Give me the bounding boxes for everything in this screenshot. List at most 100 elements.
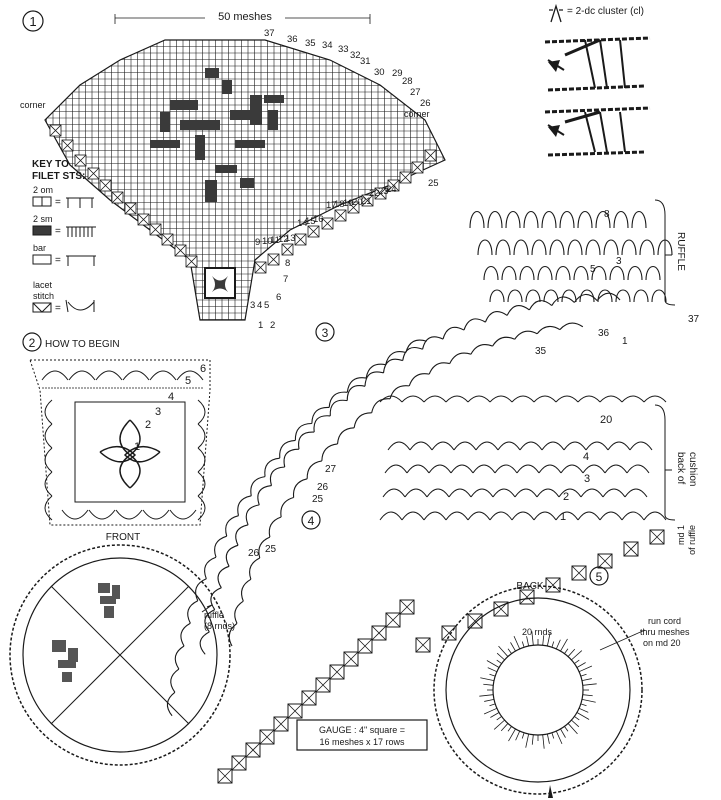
- row-label: 37: [264, 28, 275, 39]
- ruffle-bracket: [654, 199, 676, 306]
- row-label: 18: [334, 199, 345, 210]
- back-bracket: [654, 404, 676, 521]
- row-label: 10: [262, 236, 273, 247]
- back-arrow-marker: [548, 785, 553, 798]
- section-4-mesh-steps: [217, 529, 665, 784]
- begin-square-flower: [99, 419, 161, 489]
- key-item-lacet-label2: stitch: [33, 291, 54, 301]
- section-2-number: 2: [29, 336, 36, 350]
- row-label: 15: [305, 216, 316, 227]
- row-label: 30: [374, 67, 385, 78]
- corner-label-left: corner: [20, 100, 46, 110]
- ruffle-row-number: 3: [616, 256, 622, 267]
- arc-row-label: 35: [535, 346, 547, 357]
- section-3-circle: [315, 322, 335, 342]
- ruffle-rows: [469, 210, 673, 303]
- key-to-filet-sts: KEY TO FILET STS: 2 om = 2 sm = bar = la…: [32, 159, 96, 314]
- front-view: FRONT ruffle (8 rnds): [9, 532, 235, 766]
- back-drawstring-cord: [479, 631, 597, 749]
- section-2-circle: [22, 332, 42, 352]
- arc-row-label: 36: [598, 328, 610, 339]
- arc-row-label: 27: [325, 464, 337, 475]
- section-5-circle: [589, 566, 609, 586]
- row-label: 17: [326, 200, 337, 211]
- round-label: 1: [560, 511, 566, 523]
- row-label: 20: [352, 197, 363, 208]
- front-rose-motif-1: [98, 583, 120, 618]
- row-label: 26: [420, 98, 431, 109]
- row-label: 34: [322, 40, 333, 51]
- ruffle-row-number: 8: [604, 209, 610, 220]
- row-label: 12: [278, 234, 289, 245]
- section-4-circle: [301, 510, 321, 530]
- cluster-legend: = 2-dc cluster (cl): [544, 3, 651, 157]
- ruffle-row-number: 1: [622, 336, 628, 347]
- lacet-stitch-icon: [65, 299, 95, 313]
- row-label: 4: [257, 300, 262, 311]
- arc-row-label: 37: [688, 314, 700, 325]
- arc-row-label: 25: [312, 494, 324, 505]
- section-5-back-view: 5 BACK 20 rnds run cord thru meshes on m…: [433, 566, 690, 798]
- row-label: 9: [255, 237, 260, 248]
- gauge-line1: GAUGE : 4" square =: [319, 725, 405, 735]
- svg-text:=: =: [55, 303, 61, 314]
- front-outer-ruffle: [9, 544, 231, 766]
- lacet-symbol: [32, 302, 52, 313]
- key-item-bar-label: bar: [33, 243, 46, 253]
- key-title-line1: KEY TO: [32, 159, 69, 170]
- row-label: 36: [287, 34, 298, 45]
- cluster-illustration-1: [544, 36, 651, 92]
- row-label: 1: [258, 320, 263, 331]
- row-label: 32: [350, 50, 361, 61]
- solid-mesh-symbol: [32, 225, 52, 236]
- cluster-illustration-2: [544, 106, 651, 157]
- cluster-symbol-icon: [549, 3, 563, 23]
- row-label: 14: [297, 218, 308, 229]
- width-label-bg: [205, 9, 285, 23]
- back-cord-line2: thru meshes: [640, 627, 690, 637]
- back-cord-line3: on md 20: [643, 638, 681, 648]
- round-label: 6: [200, 363, 206, 375]
- row-label: 5: [264, 300, 269, 311]
- front-view-title: FRONT: [106, 532, 140, 543]
- row-label: 23: [378, 186, 389, 197]
- section-4-rows: [379, 395, 667, 521]
- row-label: 29: [392, 68, 403, 79]
- section-5-number: 5: [596, 570, 603, 584]
- back-center-opening: [492, 644, 584, 736]
- key-title-line2: FILET STS:: [32, 171, 85, 182]
- row-label: 3: [250, 300, 255, 311]
- front-diagonal-2: [50, 585, 190, 725]
- back-label-line2: cushion: [687, 452, 698, 486]
- round-label: 1: [134, 441, 140, 453]
- corner-label-right: corner: [404, 109, 430, 119]
- cluster-legend-text: = 2-dc cluster (cl): [567, 6, 644, 17]
- row-label: 27: [410, 87, 421, 98]
- solid-mesh-stitch-icon: [66, 226, 96, 237]
- row-label: 33: [338, 44, 349, 55]
- round-label: 4: [168, 391, 174, 403]
- starting-square-motif: [212, 276, 228, 292]
- svg-text:=: =: [55, 255, 61, 266]
- big-arc-scallops: [166, 292, 621, 717]
- row-label: 19: [343, 198, 354, 209]
- round-label: 2: [563, 491, 569, 503]
- row-label: 28: [402, 76, 413, 87]
- round-label: 3: [584, 473, 590, 485]
- ruffle-start-line1: md 1: [676, 525, 686, 545]
- svg-text:=: =: [55, 226, 61, 237]
- section-1-number: 1: [29, 14, 36, 29]
- width-label: 50 meshes: [218, 11, 272, 23]
- row-label: 11: [270, 235, 280, 246]
- bar-stitch-icon: [66, 255, 96, 266]
- round-label: 2: [145, 419, 151, 431]
- row-label: 7: [283, 274, 288, 285]
- gauge-box: GAUGE : 4" square = 16 meshes x 17 rows: [296, 719, 428, 751]
